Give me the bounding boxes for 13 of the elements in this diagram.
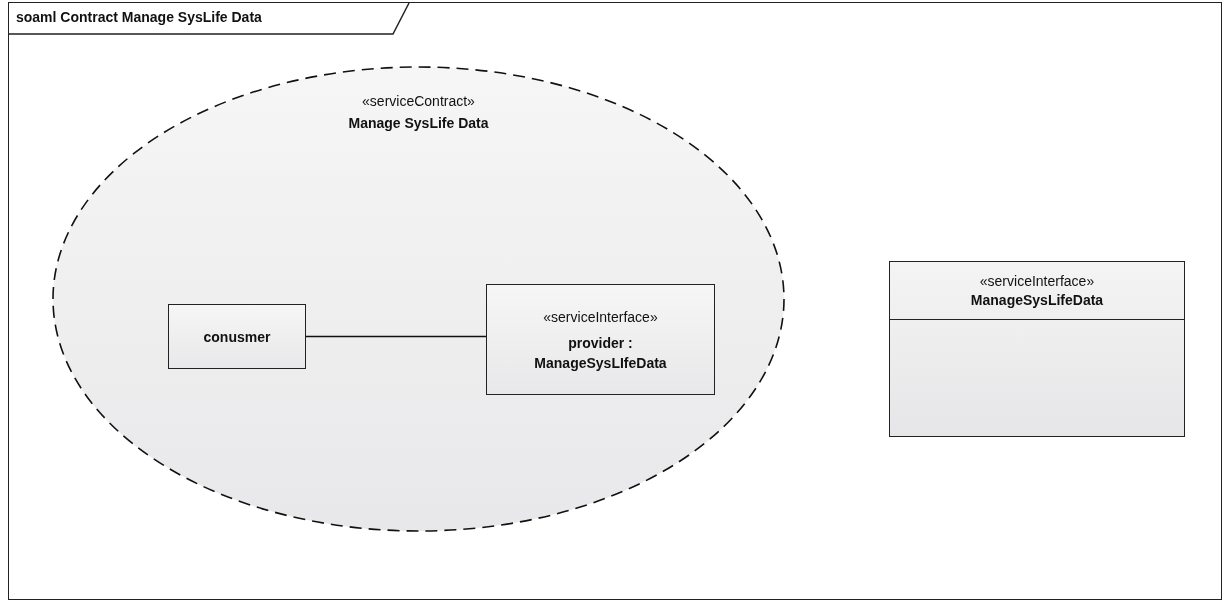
class-name: ManageSysLifeData xyxy=(970,290,1104,310)
part-name: conusmer xyxy=(203,327,271,347)
stereotype-label: «serviceInterface» xyxy=(979,271,1095,291)
class-box xyxy=(889,261,1185,437)
part-box xyxy=(486,284,715,395)
stereotype-label: «serviceContract» xyxy=(362,92,475,110)
part-box xyxy=(168,304,306,369)
connector-line xyxy=(305,335,487,338)
diagram-title: soaml Contract Manage SysLife Data xyxy=(16,8,262,26)
part-name: provider : ManageSysLIfeData xyxy=(533,333,668,373)
stereotype-label: «serviceInterface» xyxy=(543,307,658,327)
contract-ellipse xyxy=(52,66,785,532)
contract-name: Manage SysLife Data xyxy=(348,114,489,132)
